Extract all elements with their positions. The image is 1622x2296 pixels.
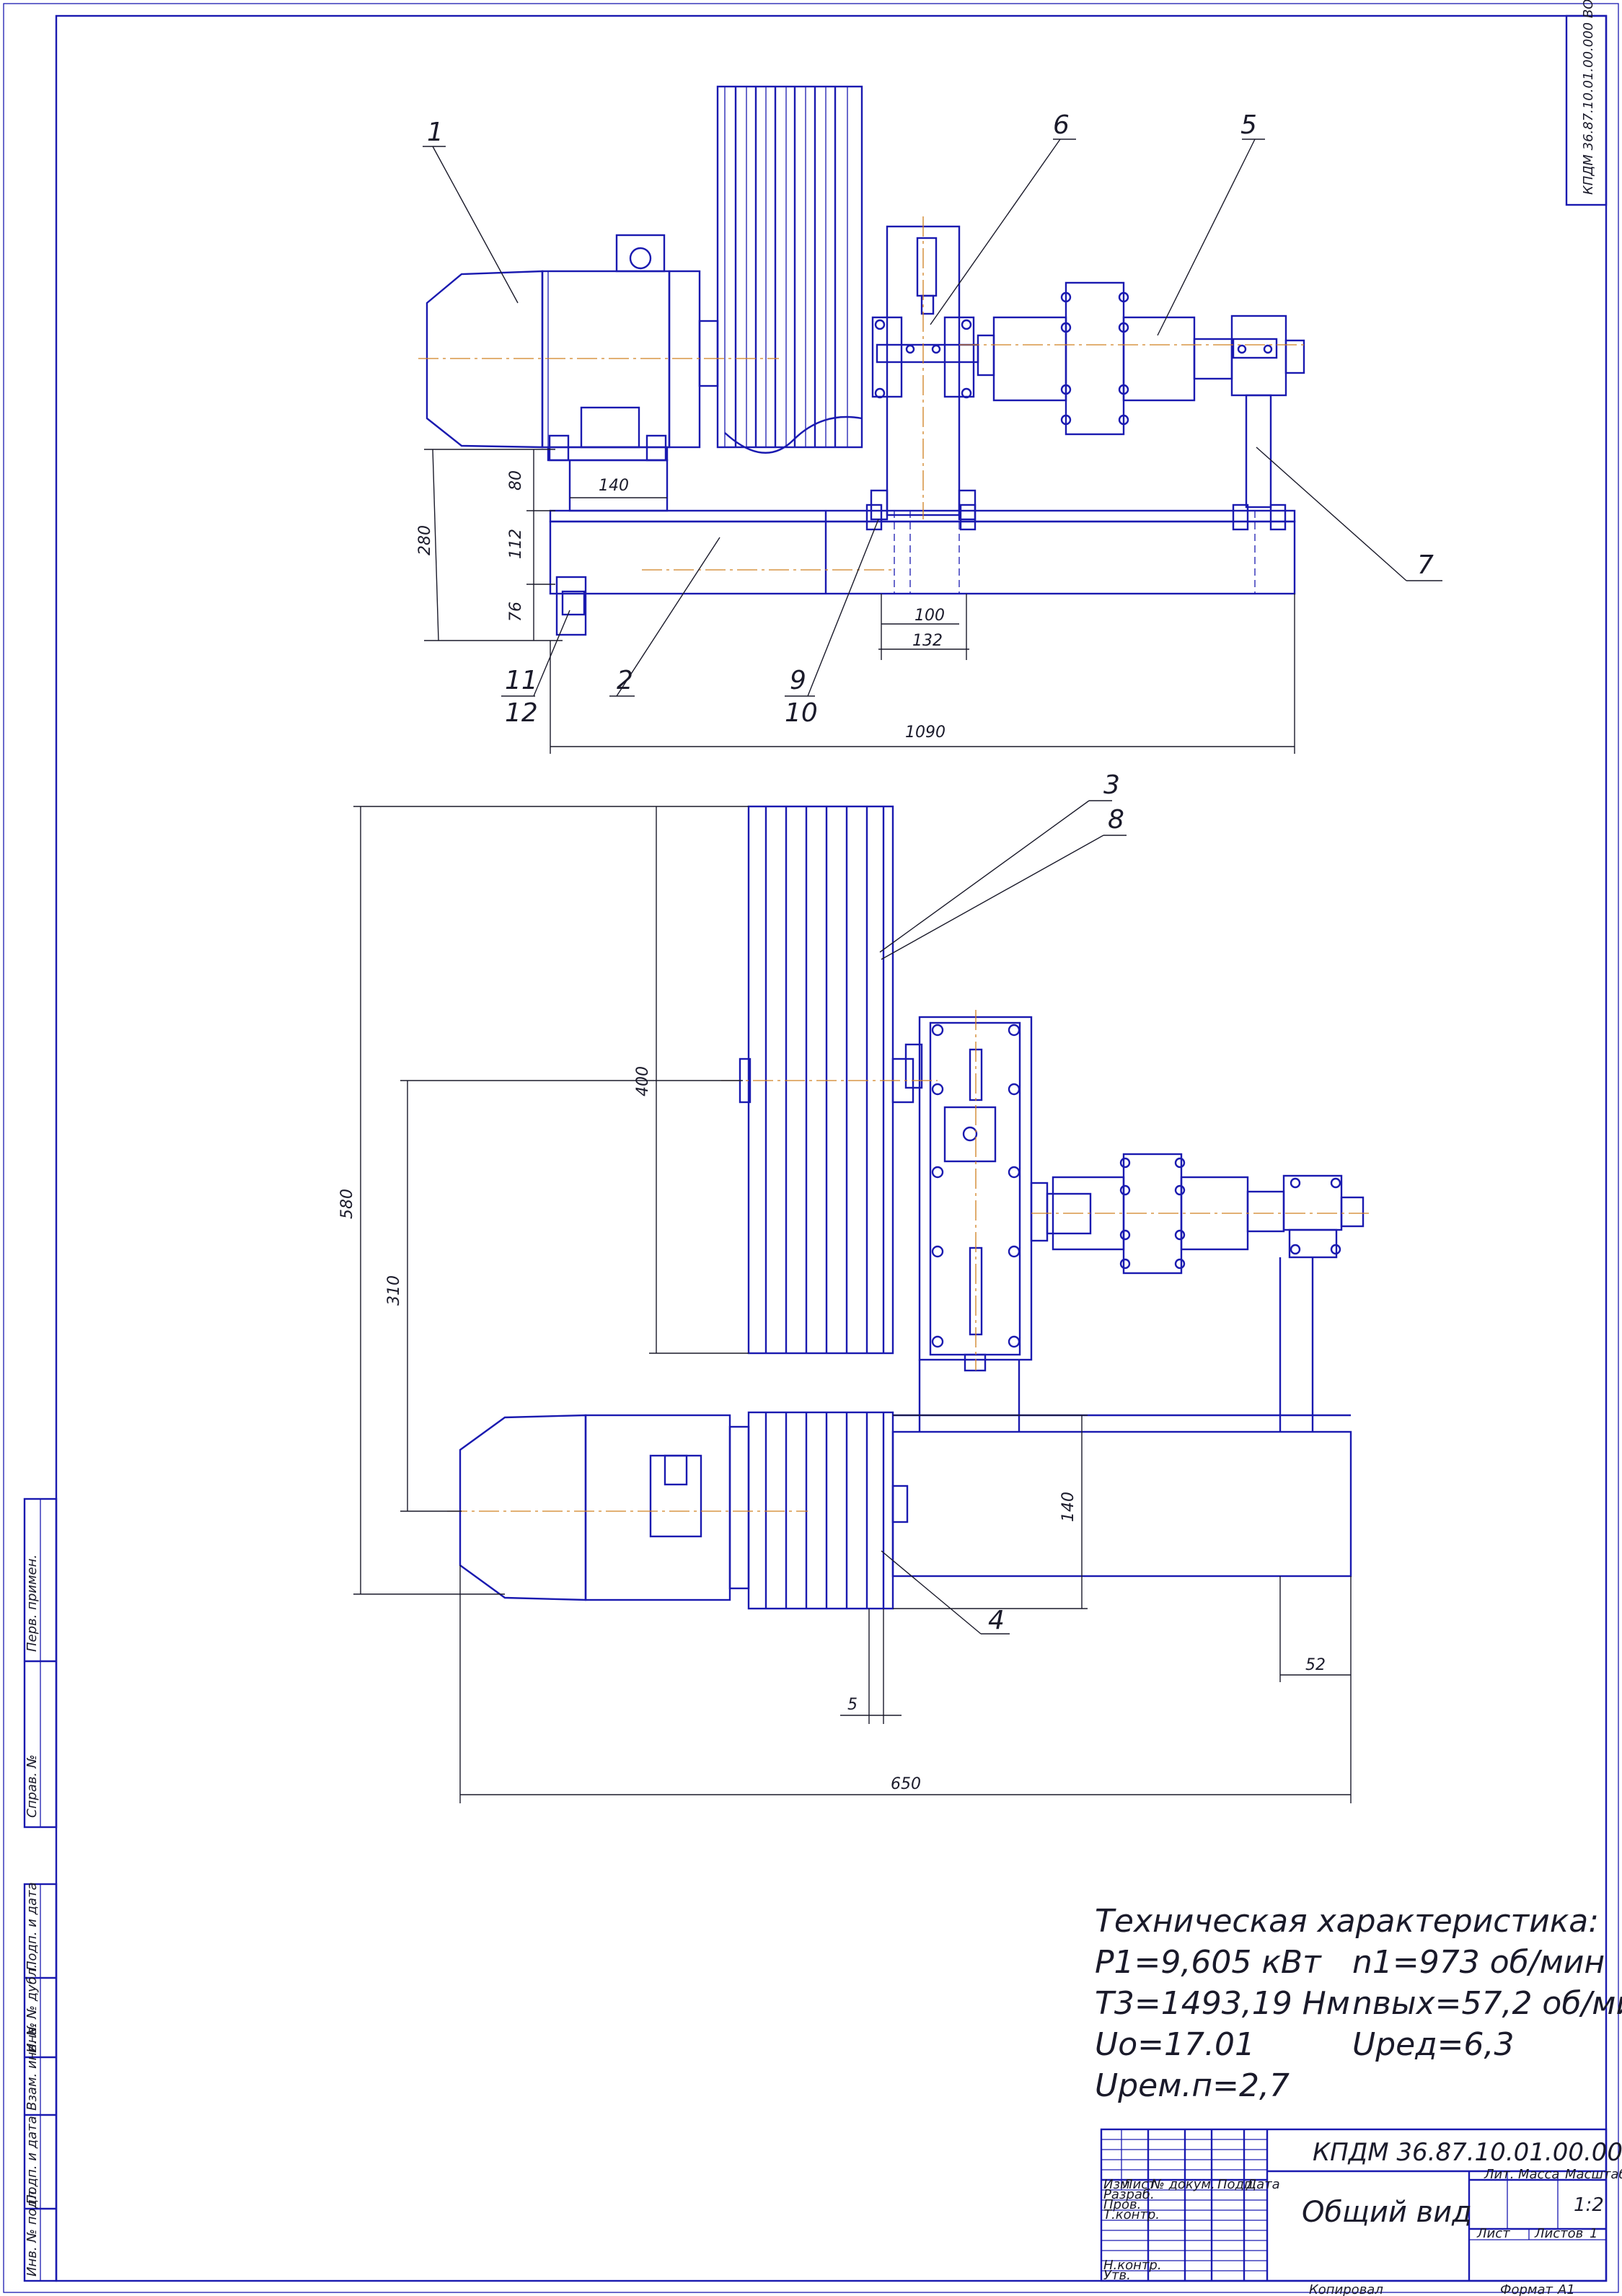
frame-front [549,503,1296,636]
drawing-title: Общий вид [1302,2196,1472,2229]
title-block: Изм Лист № докум. Подп. Дата Разраб. Про… [1100,2128,1622,2296]
stamp-podp-data-2: Подп. и дата [25,2116,40,2204]
sheet-frame [3,3,1619,2293]
doc-code: КПДМ 36.87.10.01.00.000 ВО [1313,2138,1622,2167]
pos-6: 6 [1053,110,1070,140]
dim-140-plan: 140 [1059,1492,1077,1522]
pos-10: 10 [785,698,818,728]
stamp-inv-dubl: Инв. № дубл. [25,1964,40,2053]
row-prov: Пров. [1103,2197,1141,2212]
plan-view-dimensions [353,806,1352,1803]
dim-76: 76 [507,602,525,622]
stamp-podp-data-1: Подп. и дата [25,1882,40,1971]
pos-4: 4 [988,1606,1005,1635]
stamp-vzam-inv: Взам. инв. № [25,2023,40,2111]
row-utv: Утв. [1103,2268,1131,2283]
motor-plan [459,1414,750,1601]
header-scale: Масштаб [1565,2167,1622,2182]
pulley-plan [739,805,914,1355]
reducer-front [870,225,979,521]
dim-132: 132 [912,632,943,650]
pos-7: 7 [1417,550,1434,580]
pos-3: 3 [1103,770,1120,800]
front-view-dimensions [424,449,1295,754]
col-date: Дата [1246,2177,1280,2192]
dim-5: 5 [847,1696,858,1714]
dim-400: 400 [634,1066,652,1096]
spec-p1: P1=9,605 кВт [1095,1944,1322,1981]
spec-heading: Техническая характеристика: [1095,1903,1599,1940]
dim-580: 580 [338,1189,356,1219]
dim-1090: 1090 [905,723,946,742]
pos-2: 2 [617,666,633,695]
front-view: 1 2 5 6 7 9 10 11 12 80 140 [416,85,1442,754]
sheet-label: Лист [1476,2226,1510,2241]
col-list: Лист [1122,2177,1156,2192]
pos-12: 12 [505,698,538,728]
plan-view-leaders [879,800,1127,1635]
plan-view: 3 8 4 580 400 310 140 5 [338,770,1370,1803]
reducer-plan [904,1016,1049,1372]
motor-front [426,234,719,512]
sheets-total: 1 [1590,2226,1597,2241]
stamp-inv-podl: Инв. № подл. [25,2187,40,2277]
bearing-support-plan [1246,1174,1365,1259]
spec-ured: Uред=6,3 [1352,2026,1514,2063]
header-lit: Лит. [1484,2167,1514,2182]
frame-plan [891,1257,1352,1578]
header-mass: Масса [1518,2167,1559,2182]
scale-value: 1:2 [1574,2194,1604,2216]
copied-label: Копировал [1309,2282,1383,2296]
spec-nout: nвых=57,2 об/мин [1352,1985,1622,2022]
dim-140-top: 140 [599,477,629,495]
spec-urem: Uрем.п=2,7 [1095,2067,1290,2104]
format-label: Формат [1500,2282,1553,2296]
spec-t3: T3=1493,19 Нм [1095,1985,1350,2022]
row-nkontr: Н.контр. [1103,2258,1162,2273]
top-code-text: КПДМ 36.87.10.01.00.000 ВО [1581,0,1596,195]
row-razrab: Разраб. [1103,2187,1155,2202]
dim-52: 52 [1305,1656,1326,1674]
row-tkontr: Т.контр. [1103,2207,1160,2222]
stamp-perv-primen: Перв. примен. [25,1554,40,1652]
pos-5: 5 [1240,110,1257,140]
pos-11: 11 [505,666,538,695]
dim-112: 112 [507,529,525,559]
pos-9: 9 [790,666,806,695]
top-code-box: КПДМ 36.87.10.01.00.000 ВО [1565,0,1608,206]
stamp-sprav-no: Справ. № [25,1754,40,1818]
dim-310: 310 [385,1275,403,1306]
dim-100: 100 [914,607,945,625]
dim-650: 650 [891,1775,921,1793]
dim-280: 280 [416,525,434,555]
front-view-leaders [423,138,1442,697]
col-izm: Изм [1103,2177,1130,2192]
left-side-stamp: Перв. примен. Справ. № Подп. и дата Инв.… [23,1497,58,2282]
pulley-front [716,85,863,454]
spec-n1: n1=973 об/мин [1352,1944,1605,1981]
pos-8: 8 [1108,805,1124,835]
coupling-plan [1046,1153,1249,1275]
small-pulley-plan [747,1411,909,1610]
coupling-front [977,281,1233,436]
dim-80: 80 [507,470,525,491]
bearing-support-front [1230,315,1305,509]
sheets-label: Листов [1534,2226,1583,2241]
spec-uo: Uо=17.01 [1095,2026,1255,2063]
tech-spec: Техническая характеристика: P1=9,605 кВт… [1095,1903,1622,2104]
col-doc: № докум. [1150,2177,1215,2192]
pos-1: 1 [427,118,444,147]
col-sign: Подп. [1217,2177,1256,2192]
format-value: А1 [1557,2282,1575,2296]
